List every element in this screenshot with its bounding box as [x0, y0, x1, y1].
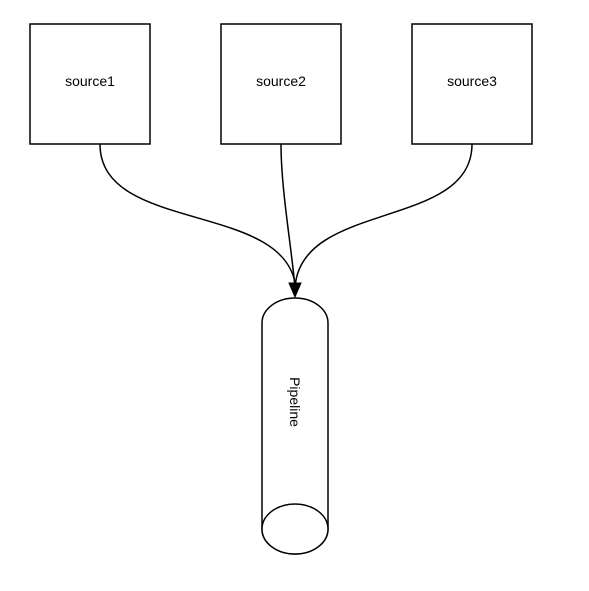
pipeline-end-cap	[261, 503, 329, 555]
connector-source3-to-pipeline[interactable]	[294, 143, 473, 289]
node-source2[interactable]: source2	[220, 23, 342, 145]
node-source3[interactable]: source3	[411, 23, 533, 145]
connector-source1-to-pipeline[interactable]	[99, 143, 297, 291]
node-source3-label: source3	[447, 73, 497, 89]
node-pipeline-label: Pipeline	[287, 377, 303, 427]
node-source2-label: source2	[256, 73, 306, 89]
node-source1-label: source1	[65, 73, 115, 89]
connector-source2-to-pipeline[interactable]	[280, 143, 296, 289]
node-source1[interactable]: source1	[29, 23, 151, 145]
arrowhead-icon	[288, 282, 302, 299]
node-pipeline[interactable]: Pipeline	[261, 297, 329, 555]
connectors	[99, 143, 473, 291]
